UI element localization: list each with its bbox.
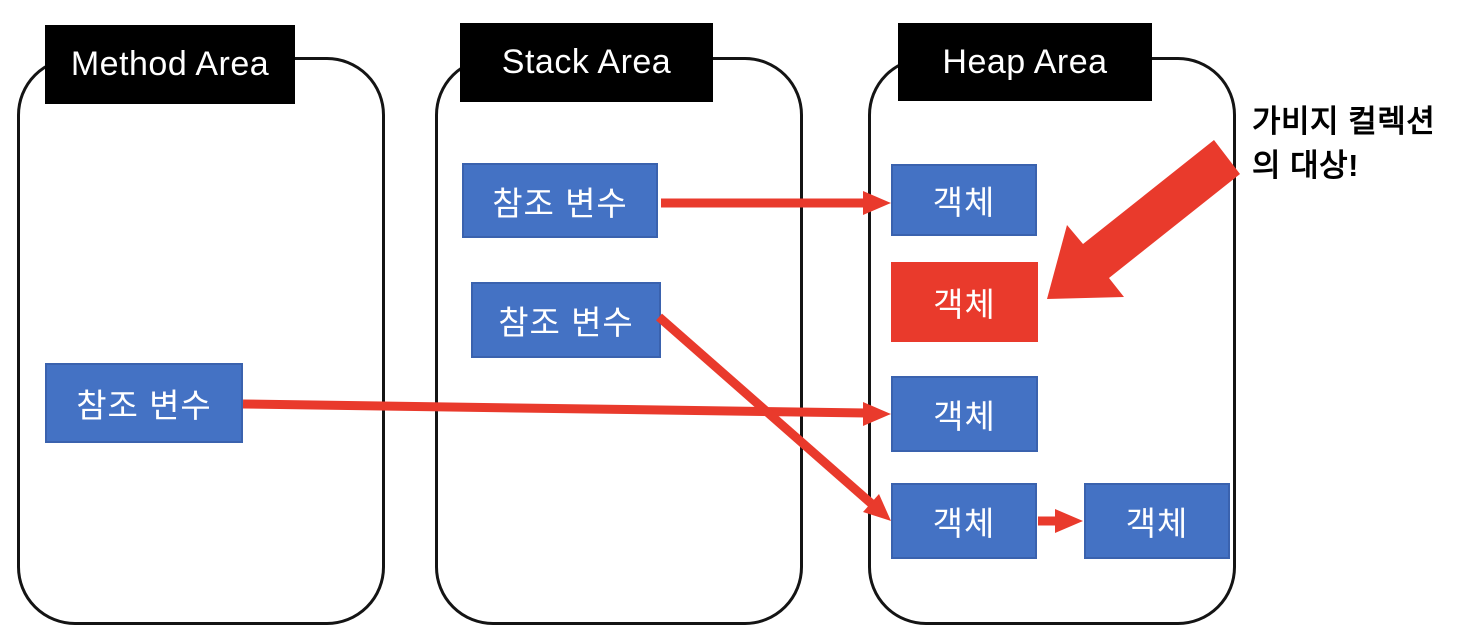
heap-area-title: Heap Area <box>942 42 1108 81</box>
method-area-header: Method Area <box>45 25 295 104</box>
method-area-container <box>17 57 385 625</box>
object-node: 객체 <box>891 483 1037 559</box>
annotation-line-2: 의 대상! <box>1252 148 1359 184</box>
object-node: 객체 <box>891 164 1037 236</box>
node-label: 객체 <box>933 398 996 435</box>
stack-area-header: Stack Area <box>460 23 713 102</box>
method-area-title: Method Area <box>70 45 270 83</box>
stack-area-title: Stack Area <box>501 43 672 81</box>
node-label: 객체 <box>1125 505 1189 542</box>
reference-variable-node: 참조 변수 <box>462 163 658 238</box>
annotation-line-1: 가비지 컬렉션 <box>1252 104 1436 139</box>
node-label: 참조 변수 <box>76 387 212 424</box>
node-label: 객체 <box>932 505 996 542</box>
node-label: 객체 <box>933 286 996 323</box>
reference-variable-node: 참조 변수 <box>471 282 661 358</box>
object-node: 객체 <box>1084 483 1230 559</box>
node-label: 객체 <box>932 184 996 221</box>
node-label: 참조 변수 <box>498 304 634 341</box>
garbage-collection-annotation: 가비지 컬렉션 의 대상! <box>1252 100 1470 188</box>
object-node: 객체 <box>891 376 1038 452</box>
reference-variable-node: 참조 변수 <box>45 363 243 443</box>
garbage-object-node: 객체 <box>891 262 1038 342</box>
heap-area-header: Heap Area <box>898 23 1152 101</box>
node-label: 참조 변수 <box>492 184 628 222</box>
